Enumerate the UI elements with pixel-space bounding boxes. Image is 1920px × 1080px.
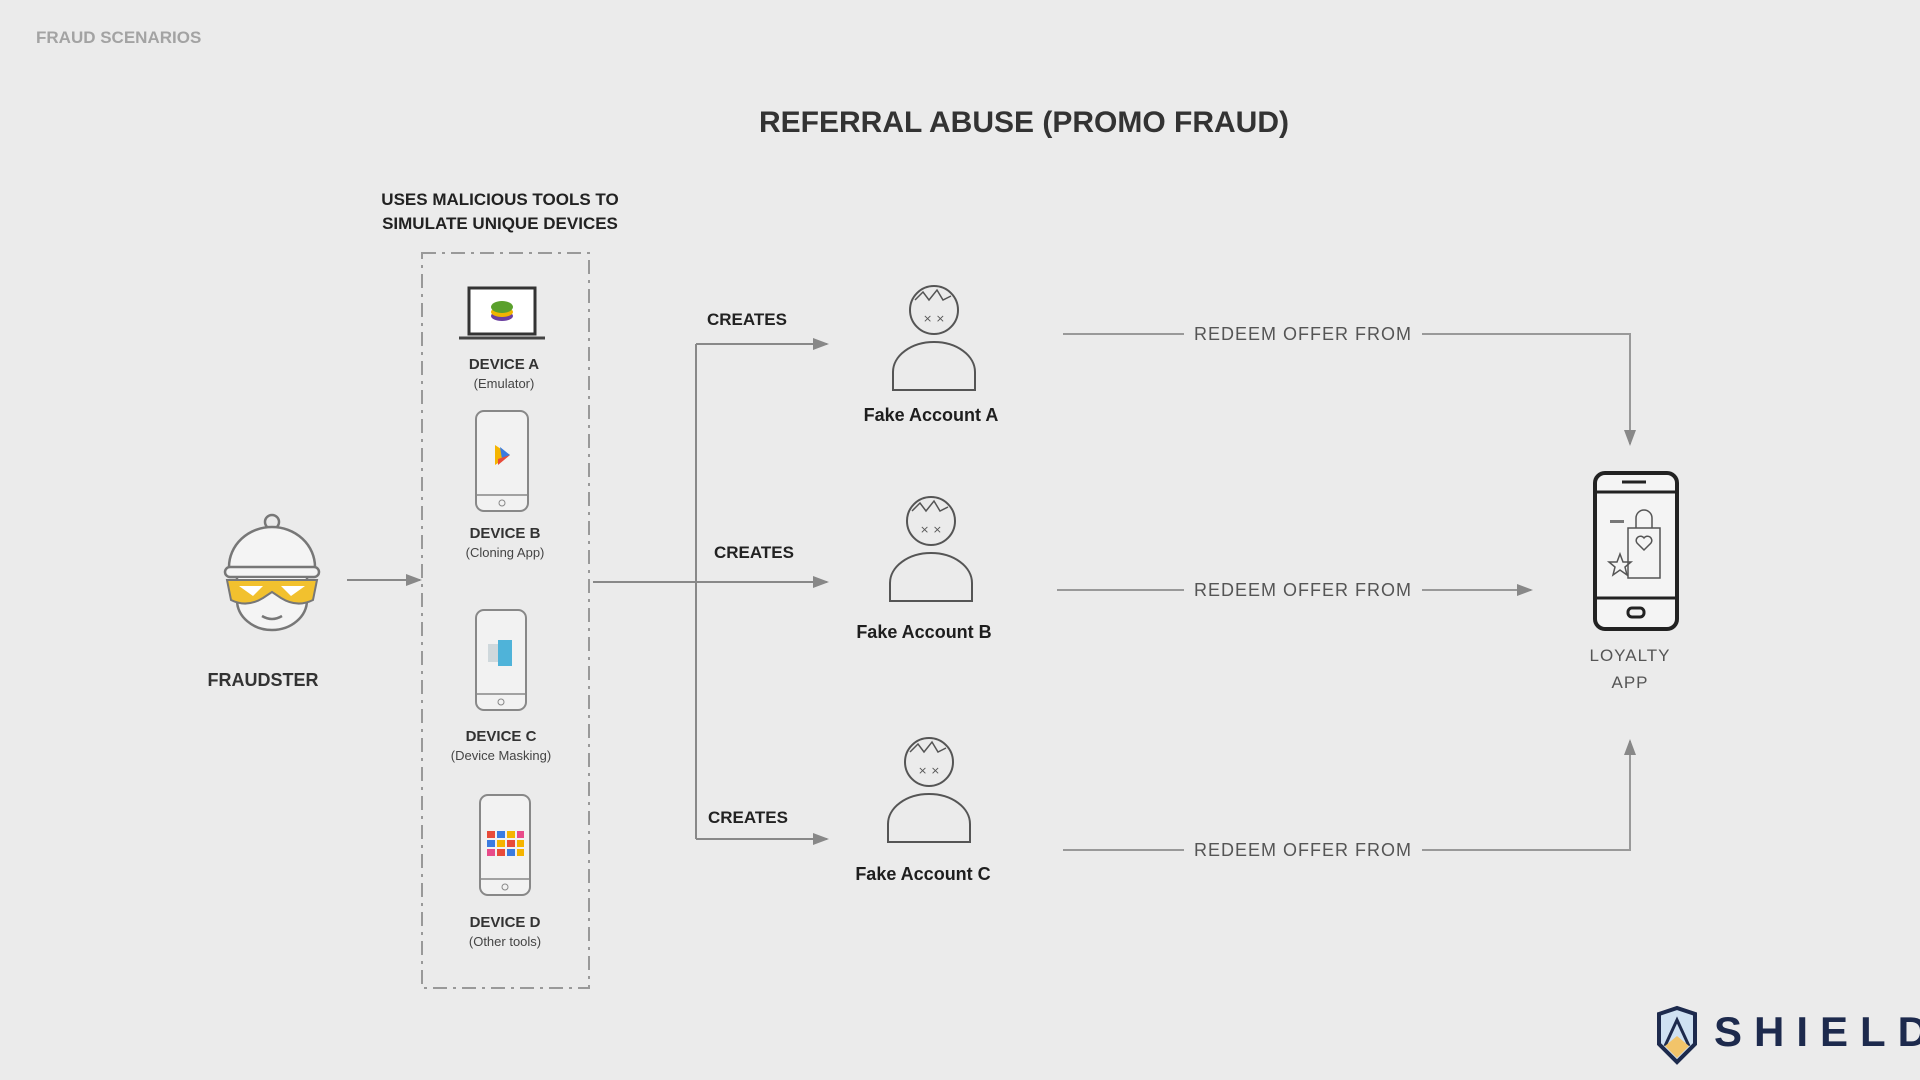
- creates-label-b: CREATES: [714, 543, 794, 562]
- device-a-sub: (Emulator): [473, 376, 535, 391]
- device-group-box: [421, 252, 590, 989]
- tools-caption-line-1: USES MALICIOUS TOOLS TO: [381, 190, 619, 209]
- page-title: REFERRAL ABUSE (PROMO FRAUD): [759, 106, 1289, 139]
- phone-other-tools-icon: [479, 794, 531, 896]
- redeem-label-a: REDEEM OFFER FROM: [1184, 324, 1422, 345]
- device-b-title: DEVICE B: [469, 525, 541, 542]
- fake-account-c-icon: × ×: [887, 737, 971, 843]
- creates-label-c: CREATES: [708, 808, 788, 827]
- phone-cloning-app-icon: [475, 410, 529, 512]
- loyalty-app-phone-icon: [1593, 471, 1679, 631]
- fake-account-a-label: Fake Account A: [863, 405, 999, 425]
- creates-label-a: CREATES: [707, 310, 787, 329]
- shield-logo-icon: [1657, 1005, 1697, 1065]
- fake-account-a-icon: × ×: [892, 285, 976, 391]
- loyalty-app-label: LOYALTY APP: [1589, 642, 1670, 696]
- fake-account-c-label: Fake Account C: [855, 864, 991, 884]
- device-b-sub: (Cloning App): [465, 545, 545, 560]
- section-label: FRAUD SCENARIOS: [36, 28, 202, 47]
- device-a-title: DEVICE A: [468, 356, 540, 373]
- svg-text:× ×: × ×: [923, 312, 945, 325]
- device-c-title: DEVICE C: [465, 728, 537, 745]
- fake-account-b-icon: × ×: [889, 496, 973, 602]
- svg-text:× ×: × ×: [920, 523, 942, 536]
- arrow-redeem-c: [1063, 739, 1636, 851]
- fraudster-label: FRAUDSTER: [207, 670, 319, 690]
- fake-account-b-label: Fake Account B: [856, 622, 992, 642]
- device-a-label: DEVICE A (Emulator): [469, 355, 539, 393]
- device-d-title: DEVICE D: [469, 914, 541, 931]
- shield-brand-name: SHIELD: [1714, 1008, 1920, 1055]
- fraudster-icon: [223, 513, 321, 632]
- redeem-label-c: REDEEM OFFER FROM: [1184, 840, 1422, 861]
- laptop-emulator-icon: [459, 286, 545, 340]
- device-c-label: DEVICE C (Device Masking): [451, 727, 551, 765]
- arrow-redeem-a: [1063, 333, 1636, 446]
- phone-masking-icon: [475, 609, 527, 711]
- loyalty-app-label-line-2: APP: [1611, 673, 1649, 692]
- tools-caption: USES MALICIOUS TOOLS TO SIMULATE UNIQUE …: [381, 188, 618, 236]
- tools-caption-line-2: SIMULATE UNIQUE DEVICES: [382, 214, 618, 233]
- device-d-label: DEVICE D (Other tools): [469, 913, 541, 951]
- svg-text:× ×: × ×: [918, 764, 940, 777]
- loyalty-app-label-line-1: LOYALTY: [1589, 646, 1671, 665]
- device-c-sub: (Device Masking): [450, 748, 552, 763]
- redeem-label-b: REDEEM OFFER FROM: [1184, 580, 1422, 601]
- device-d-sub: (Other tools): [468, 934, 542, 949]
- device-b-label: DEVICE B (Cloning App): [466, 524, 545, 562]
